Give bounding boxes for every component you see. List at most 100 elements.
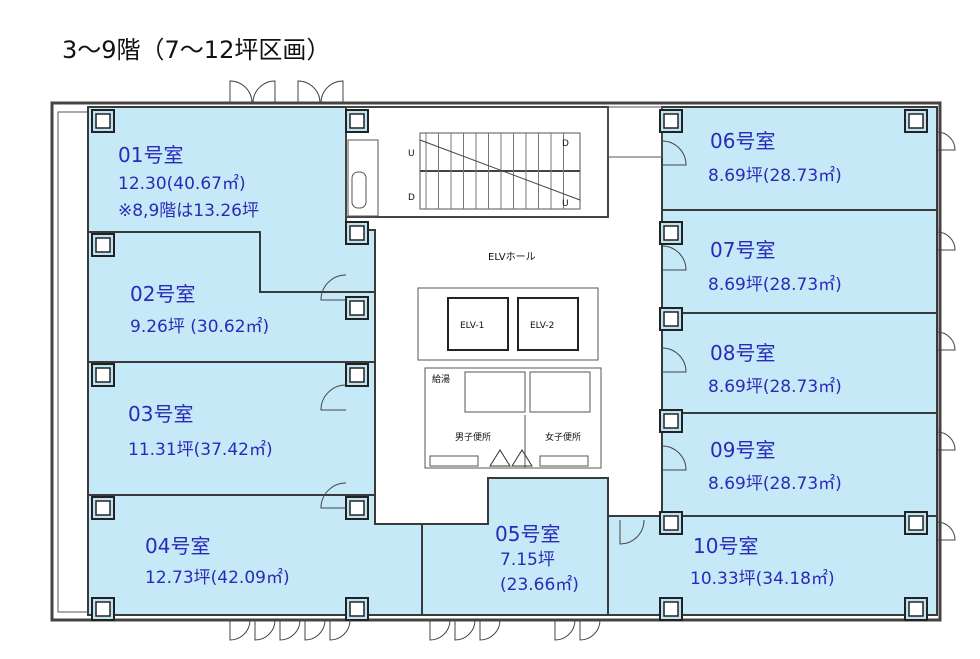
door-arc [297,80,321,104]
kyuto-label: 給湯 [432,373,450,385]
door-arc [936,131,956,151]
door-arc [936,331,956,351]
door-arc [554,619,576,641]
door-arc [661,245,687,271]
door-arc [936,431,956,451]
building-outline [50,101,942,622]
womens-wc-label: 女子便所 [545,431,581,443]
staircase: U D D U [408,132,581,210]
door-arc [661,445,687,471]
door-arc [661,140,687,166]
womens-sink-counter [539,455,589,467]
urinal-icons [489,449,533,467]
column-core [663,311,679,327]
column-core [349,367,365,383]
shaft-top-right [607,106,663,158]
room-04[interactable] [87,494,423,616]
door-swings [229,80,956,641]
door-arc [454,619,476,641]
room-10[interactable] [607,515,938,616]
stair-up-mark: U [408,149,415,159]
door-arc [254,619,276,641]
column-core [349,500,365,516]
room-01-area: 12.30(40.67㎡) [118,174,246,194]
room-10-name: 10号室 [693,534,758,558]
room-08-area: 8.69坪(28.73㎡) [708,377,842,397]
room-08[interactable] [661,312,938,414]
elevator-bank: ELV-1 ELV-2 [417,287,599,361]
door-arc [229,619,251,641]
room-07[interactable] [661,209,938,314]
room-06-name: 06号室 [710,129,775,153]
door-arc [479,619,501,641]
door-arc [320,384,347,411]
column-core [663,225,679,241]
door-arc [320,274,347,301]
door-arc [229,80,253,104]
column-core [663,113,679,129]
room-09-name: 09号室 [710,438,775,462]
room-06[interactable] [661,106,938,211]
column-core [349,225,365,241]
toilet-block: 給湯 男子便所 女子便所 [424,367,602,469]
door-arc [661,347,687,373]
room-07-area: 8.69坪(28.73㎡) [708,275,842,295]
column-core [663,413,679,429]
elv-hall-label: ELVホール [488,251,536,263]
column-core [908,113,924,129]
column-core [349,113,365,129]
room-07-name: 07号室 [710,238,775,262]
stair-down-mark: D [408,193,415,203]
room-01-note: ※8,9階は13.26坪 [118,201,259,221]
elevator-2-label: ELV-2 [530,321,554,331]
door-arc [936,231,956,251]
stair-down-mark-2: D [562,139,569,149]
mens-wc-label: 男子便所 [455,431,491,443]
room-01-name: 01号室 [118,143,183,167]
door-arc [279,619,301,641]
door-arc [329,619,351,641]
room-09-area: 8.69坪(28.73㎡) [708,474,842,494]
room-09[interactable] [661,412,938,517]
elevator-1-label: ELV-1 [460,321,484,331]
structural-columns [91,109,928,621]
door-arc [304,619,326,641]
column-core [95,237,111,253]
mens-sink-counter [429,455,479,467]
door-arc [936,521,956,541]
room-03[interactable] [87,361,376,496]
door-arc [579,619,601,641]
column-core [663,601,679,617]
sink-icon [351,171,367,209]
column-core [908,515,924,531]
column-core [908,601,924,617]
room-02-name: 02号室 [130,282,195,306]
room-05-name: 05号室 [495,522,560,546]
door-arc [320,482,347,509]
room-06-area: 8.69坪(28.73㎡) [708,166,842,186]
column-core [349,601,365,617]
room-04-area: 12.73坪(42.09㎡) [145,568,290,588]
room-05-area: 7.15坪 [500,550,555,570]
column-core [349,300,365,316]
room-05[interactable] [421,477,609,616]
exterior-balcony [57,111,91,613]
door-arc [429,619,451,641]
room-03-name: 03号室 [128,402,193,426]
room-08-name: 08号室 [710,341,775,365]
room-03-area: 11.31坪(37.42㎡) [128,440,273,460]
sink-room [347,139,379,217]
door-arc [252,80,276,104]
page-title: 3～9階（7～12坪区画） [62,36,330,64]
room-04-name: 04号室 [145,534,210,558]
column-core [95,367,111,383]
room-05-area-sqm: (23.66㎡) [500,575,579,595]
door-arc [619,519,645,545]
room-02-area: 9.26坪 (30.62㎡) [130,317,269,337]
column-core [663,515,679,531]
stair-core [345,106,609,218]
stair-up-mark-2: U [562,199,569,209]
door-arc [320,80,344,104]
column-core [95,113,111,129]
